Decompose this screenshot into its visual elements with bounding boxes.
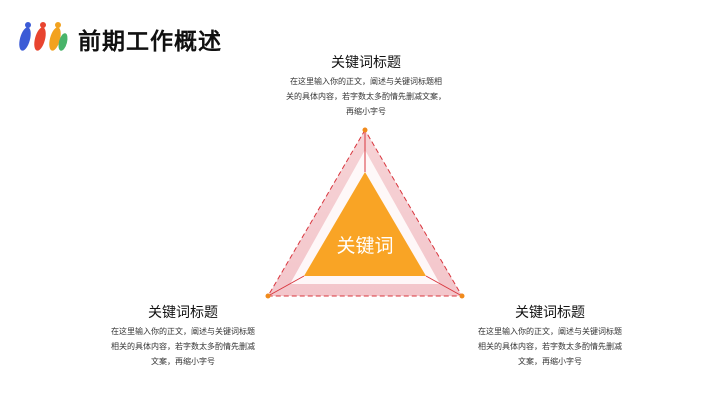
body-line: 相关的具体内容，若字数太多酌情先删减: [478, 342, 622, 351]
vertex-dot: [362, 127, 368, 133]
vertex-dot: [265, 293, 271, 299]
keyword-block-right: 关键词标题 在这里输入你的正文，阐述与关键词标题相关的具体内容，若字数太多酌情先…: [450, 304, 650, 369]
body-line: 相关的具体内容，若字数太多酌情先删减: [111, 342, 255, 351]
keyword-block-left: 关键词标题 在这里输入你的正文，阐述与关键词标题相关的具体内容，若字数太多酌情先…: [83, 304, 283, 369]
center-triangle: [304, 172, 426, 276]
body-line: 在这里输入你的正文，阐述与关键词标题相: [290, 77, 442, 86]
body-line: 文案，再缩小字号: [151, 357, 215, 366]
keyword-title: 关键词标题: [331, 55, 401, 71]
connector-line: [267, 275, 305, 297]
body-line: 再缩小字号: [346, 107, 386, 116]
keyword-block-top: 关键词标题 在这里输入你的正文，阐述与关键词标题相关的具体内容，若字数太多酌情先…: [246, 54, 486, 119]
page-title: 前期工作概述: [78, 29, 222, 55]
vertex-dot: [459, 293, 465, 299]
runners-logo-icon: [19, 22, 68, 51]
keyword-title: 关键词标题: [515, 305, 585, 321]
body-line: 文案，再缩小字号: [518, 357, 582, 366]
body-line: 在这里输入你的正文，阐述与关键词标题: [111, 327, 255, 336]
body-line: 在这里输入你的正文，阐述与关键词标题: [478, 327, 622, 336]
center-label: 关键词: [336, 235, 393, 257]
keyword-title: 关键词标题: [148, 305, 218, 321]
body-line: 关的具体内容，若字数太多酌情先删减文案，: [286, 92, 446, 101]
connector-line: [425, 275, 463, 297]
